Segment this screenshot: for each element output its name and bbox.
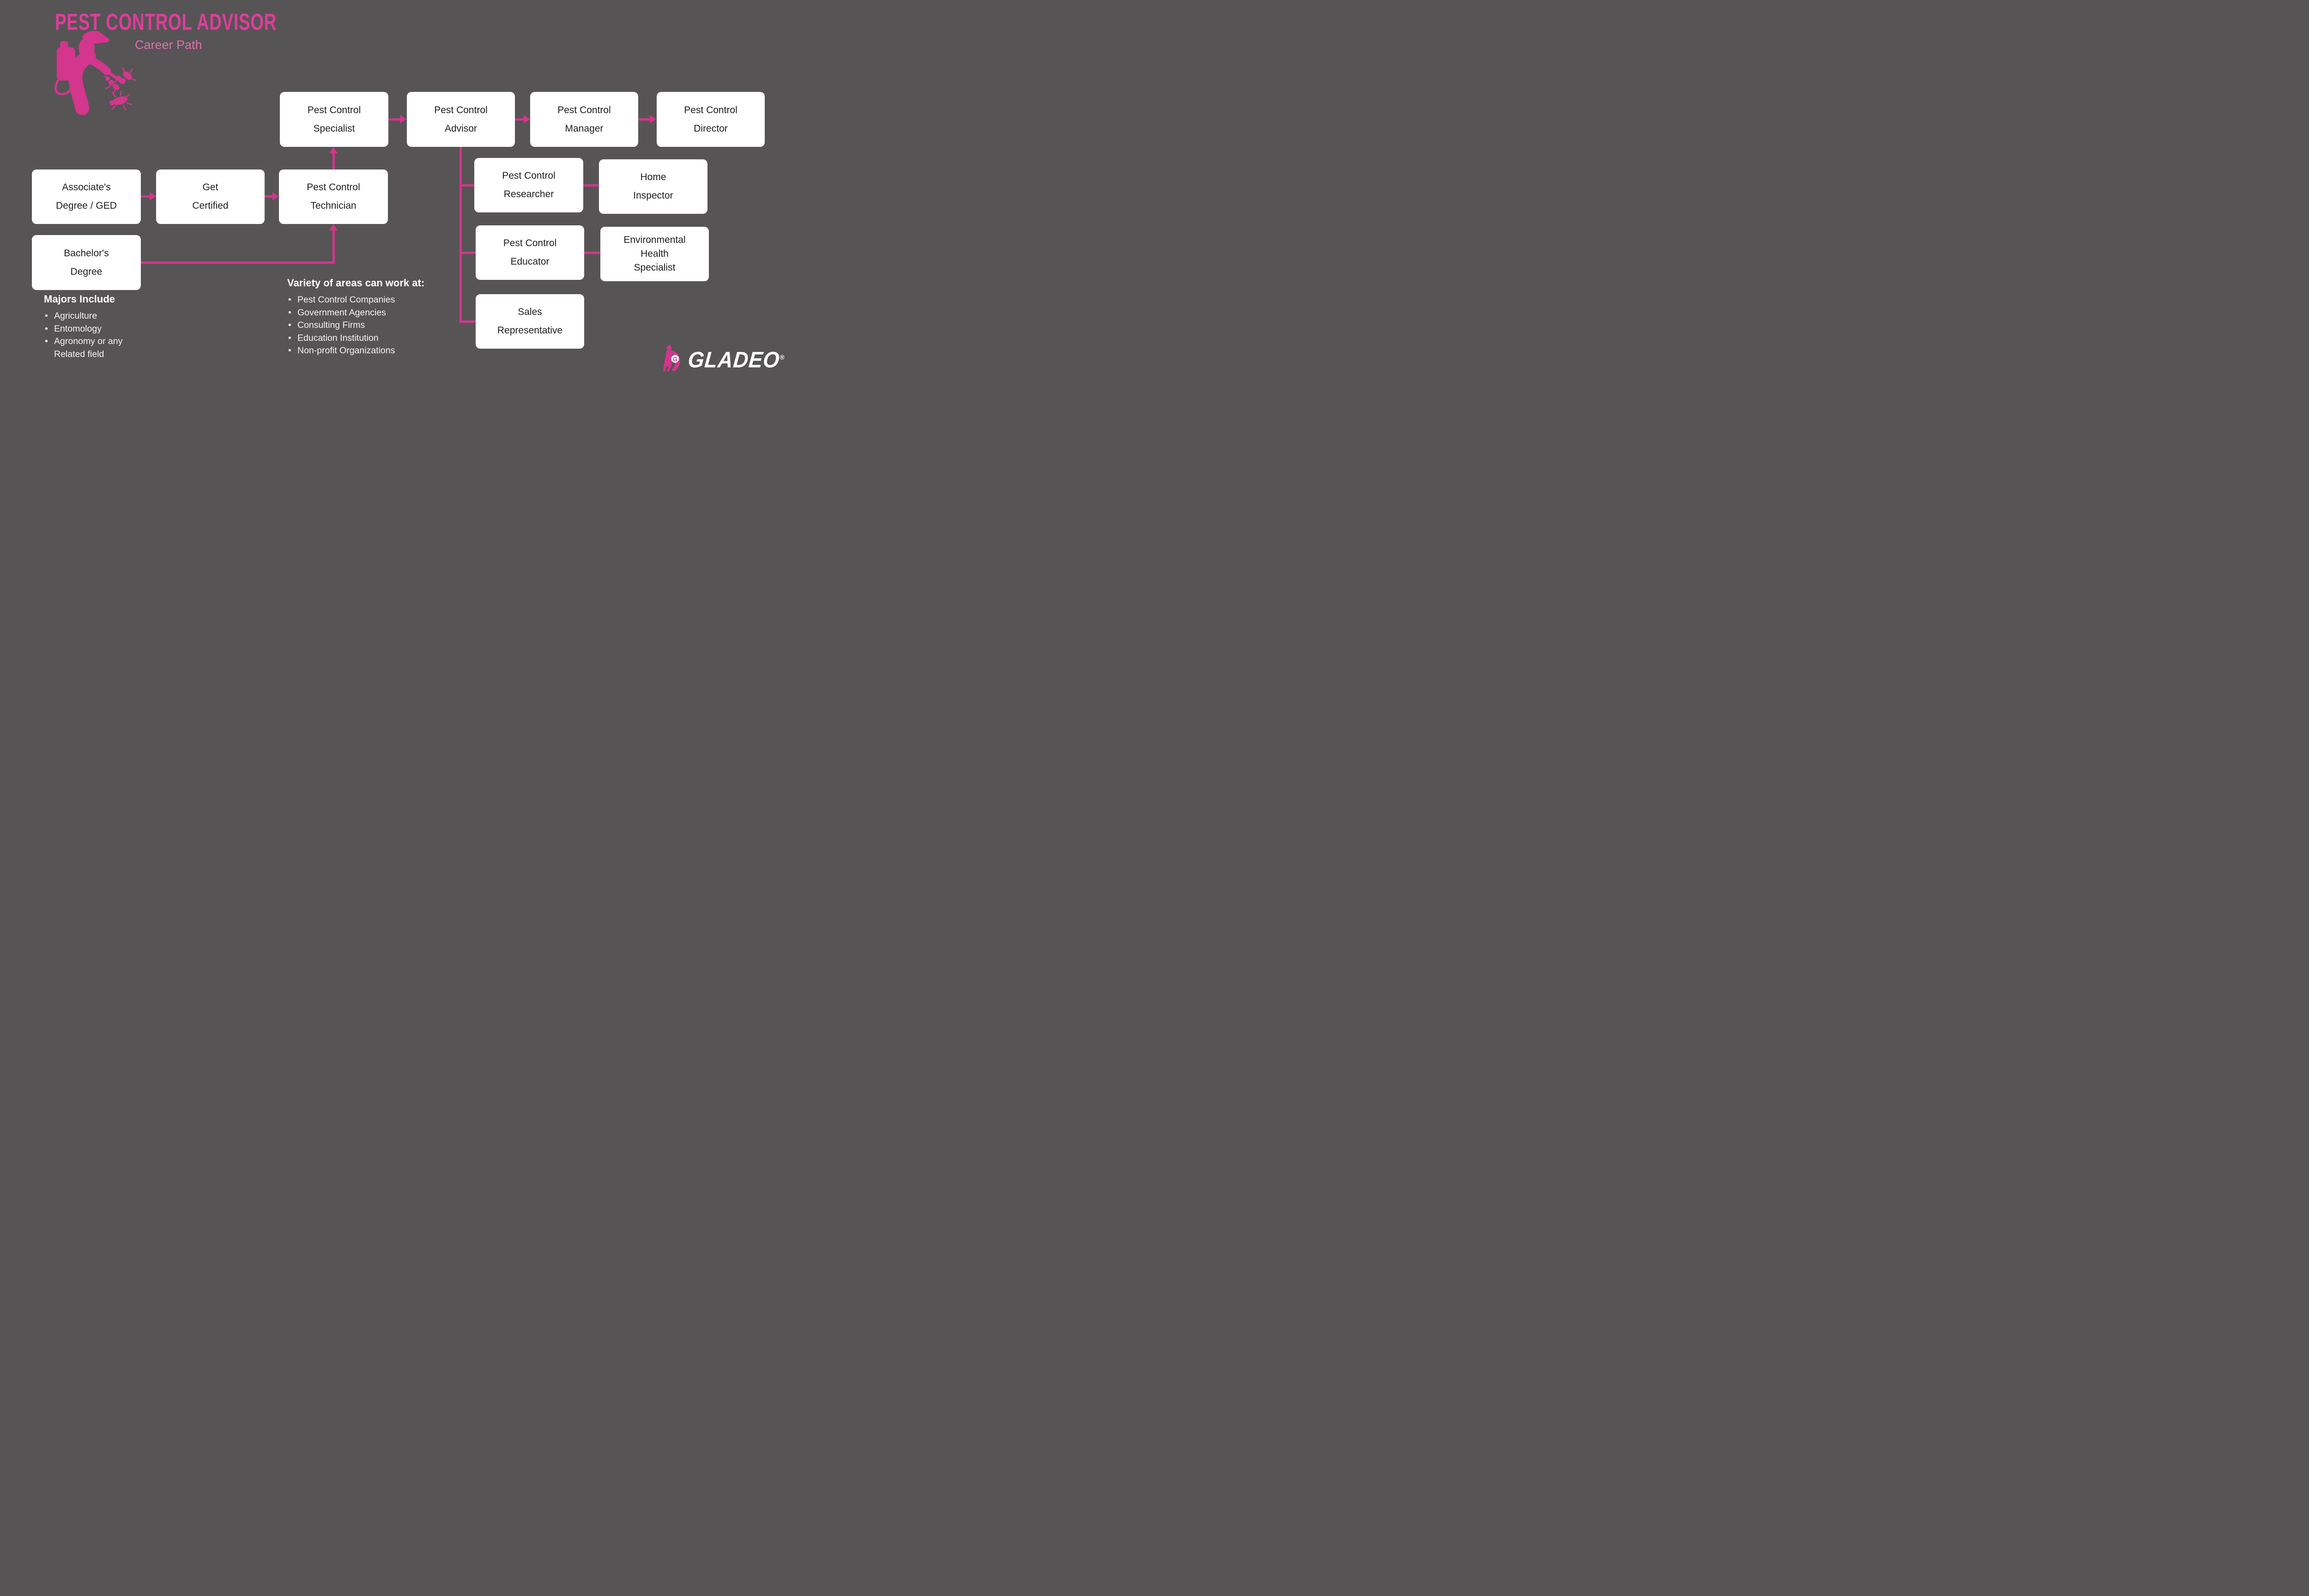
- registered-mark: ®: [780, 353, 786, 361]
- majors-heading: Majors Include: [44, 293, 115, 305]
- arrowhead-manager-to-director-icon: [650, 115, 656, 123]
- connector-educator-to-env-health: [584, 252, 600, 254]
- list-item: Agriculture: [44, 310, 173, 323]
- arrowhead-certified-to-technician-icon: [272, 192, 279, 200]
- list-item: Education Institution: [287, 332, 440, 345]
- work-areas-list: Pest Control Companies Government Agenci…: [287, 294, 440, 357]
- node-pest-control-educator: Pest Control Educator: [476, 225, 584, 280]
- node-bachelors-degree: Bachelor's Degree: [32, 235, 141, 290]
- node-get-certified: Get Certified: [156, 169, 265, 224]
- arrowhead-specialist-to-advisor-icon: [400, 115, 406, 123]
- connector-bachelors-horizontal: [141, 261, 335, 264]
- connector-manager-to-director: [639, 118, 650, 121]
- connector-advisor-to-manager: [515, 118, 524, 121]
- connector-trunk-to-sales-rep: [460, 320, 476, 323]
- gladeo-wordmark: GLADEO®: [687, 342, 786, 375]
- infographic-canvas: PEST CONTROL ADVISOR Career Path Pest Co…: [0, 0, 798, 399]
- connector-technician-to-specialist: [332, 153, 335, 169]
- arrowhead-technician-to-specialist-icon: [329, 147, 338, 153]
- list-item: Agronomy or any Related field: [44, 335, 173, 361]
- node-sales-representative: Sales Representative: [476, 294, 584, 349]
- majors-list: Agriculture Entomology Agronomy or any R…: [44, 310, 173, 361]
- gladeo-mascot-icon: G: [663, 345, 680, 372]
- list-item: Entomology: [44, 323, 173, 336]
- arrowhead-associates-to-certified-icon: [150, 192, 156, 200]
- arrowhead-advisor-to-manager-icon: [524, 115, 530, 123]
- list-item: Pest Control Companies: [287, 294, 440, 307]
- node-pest-control-specialist: Pest Control Specialist: [280, 92, 388, 147]
- page-subtitle: Career Path: [135, 38, 202, 52]
- list-item: Consulting Firms: [287, 319, 440, 332]
- node-pest-control-director: Pest Control Director: [657, 92, 765, 147]
- node-pest-control-advisor: Pest Control Advisor: [407, 92, 515, 147]
- connector-specialist-to-advisor: [388, 118, 400, 121]
- connector-bachelors-vertical: [332, 230, 335, 264]
- work-areas-heading: Variety of areas can work at:: [287, 277, 425, 289]
- node-pest-control-manager: Pest Control Manager: [530, 92, 638, 147]
- node-associates-degree-ged: Associate's Degree / GED: [32, 169, 141, 224]
- list-item: Non-profit Organizations: [287, 345, 440, 357]
- connector-trunk-to-educator: [460, 252, 476, 254]
- node-pest-control-technician: Pest Control Technician: [279, 169, 388, 224]
- list-item: Government Agencies: [287, 307, 440, 320]
- mascot-letter: G: [673, 356, 677, 363]
- connector-associates-to-certified: [141, 195, 150, 198]
- work-areas-section: Variety of areas can work at: Pest Contr…: [287, 277, 440, 357]
- connector-certified-to-technician: [265, 195, 273, 198]
- pest-control-worker-icon: [54, 30, 137, 115]
- connector-trunk-to-researcher: [460, 184, 474, 187]
- arrowhead-bachelors-to-technician-icon: [329, 224, 338, 230]
- node-pest-control-researcher: Pest Control Researcher: [474, 158, 583, 212]
- page-title: PEST CONTROL ADVISOR: [55, 9, 277, 35]
- node-environmental-health-specialist: Environmental Health Specialist: [600, 227, 709, 281]
- majors-section: Majors Include Agriculture Entomology Ag…: [44, 293, 173, 361]
- bugs-icon: [104, 67, 137, 111]
- connector-researcher-to-home-inspector: [583, 184, 599, 187]
- gladeo-logo: G GLADEO®: [663, 342, 786, 375]
- node-home-inspector: Home Inspector: [599, 159, 707, 214]
- brand-text: GLADEO: [687, 347, 781, 373]
- connector-advisor-trunk: [459, 147, 462, 323]
